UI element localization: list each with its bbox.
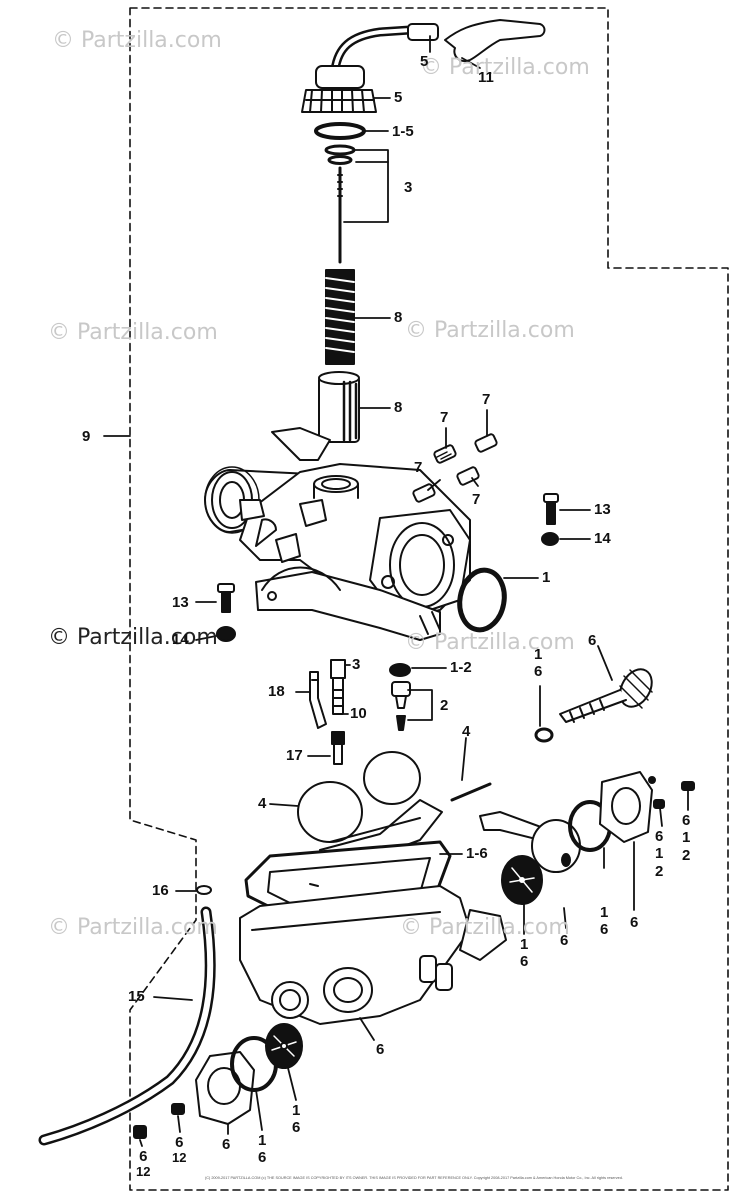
copyright-footer: (C) 2009-2017 PARTZILLA.COM (c) THE SOUR…: [205, 1176, 623, 1180]
callout-label: 13: [172, 594, 189, 611]
callout-label: 7: [472, 491, 481, 508]
callout-label: 7: [414, 459, 423, 476]
jet-parts: [309, 659, 346, 765]
watermark: © Partzilla.com: [48, 625, 218, 650]
callout-label: 8: [394, 309, 403, 326]
top-gasket: [314, 122, 366, 140]
callout-label: 3: [404, 179, 413, 196]
float-chamber: [239, 840, 507, 1025]
float-valve: [389, 663, 411, 731]
callout-label: 3: [352, 656, 361, 673]
watermark: © Partzilla.com: [400, 915, 570, 940]
watermark: © Partzilla.com: [52, 28, 222, 53]
callout-label: 2: [440, 697, 449, 714]
callout-label: 1-5: [392, 123, 414, 140]
callout-label: 8: [394, 399, 403, 416]
callout-label: 4: [462, 723, 471, 740]
carburetor-body-upper: [204, 427, 471, 641]
callout-label-stacked: 6: [588, 632, 597, 649]
screws-7: [412, 433, 498, 503]
callout-label: 5: [420, 53, 429, 70]
callout-label: 13: [594, 501, 611, 518]
throttle-spring: [325, 269, 355, 365]
top-cap: [301, 65, 377, 113]
callout-label: 4: [258, 795, 267, 812]
callout-label: 1-2: [450, 659, 472, 676]
o-ring-large: [457, 567, 507, 633]
callout-label: 1-6: [466, 845, 488, 862]
watermark: © Partzilla.com: [420, 55, 590, 80]
choke-and-cover-right: [479, 771, 656, 905]
callout-label: 10: [350, 705, 367, 722]
callout-label-stacked: 6: [560, 932, 569, 949]
callout-label: 1: [542, 569, 551, 586]
callout-label: 16: [152, 882, 169, 899]
callout-label: 7: [440, 409, 449, 426]
throttle-valve: [318, 371, 360, 443]
watermark: © Partzilla.com: [48, 915, 218, 940]
watermark: © Partzilla.com: [405, 318, 575, 343]
callout-label: 6: [376, 1041, 385, 1058]
callout-label: 5: [394, 89, 403, 106]
callout-label: 14: [594, 530, 611, 547]
cover-lower-left: [133, 1023, 303, 1139]
callout-label: 14: [172, 631, 189, 648]
idle-screw: [534, 668, 653, 743]
callout-label-stacked: 6: [222, 1136, 231, 1153]
assembly-boundary: [129, 7, 729, 1191]
callout-label: 11: [478, 69, 494, 86]
callout-label-stacked: 6: [630, 914, 639, 931]
watermark: © Partzilla.com: [405, 630, 575, 655]
callout-label: 17: [286, 747, 303, 764]
watermark: © Partzilla.com: [48, 320, 218, 345]
callout-label: 7: [482, 391, 491, 408]
callout-label: 18: [268, 683, 285, 700]
callout-label: 9: [82, 428, 91, 445]
leader-lines: [103, 35, 689, 1147]
callout-label: 15: [128, 988, 145, 1005]
